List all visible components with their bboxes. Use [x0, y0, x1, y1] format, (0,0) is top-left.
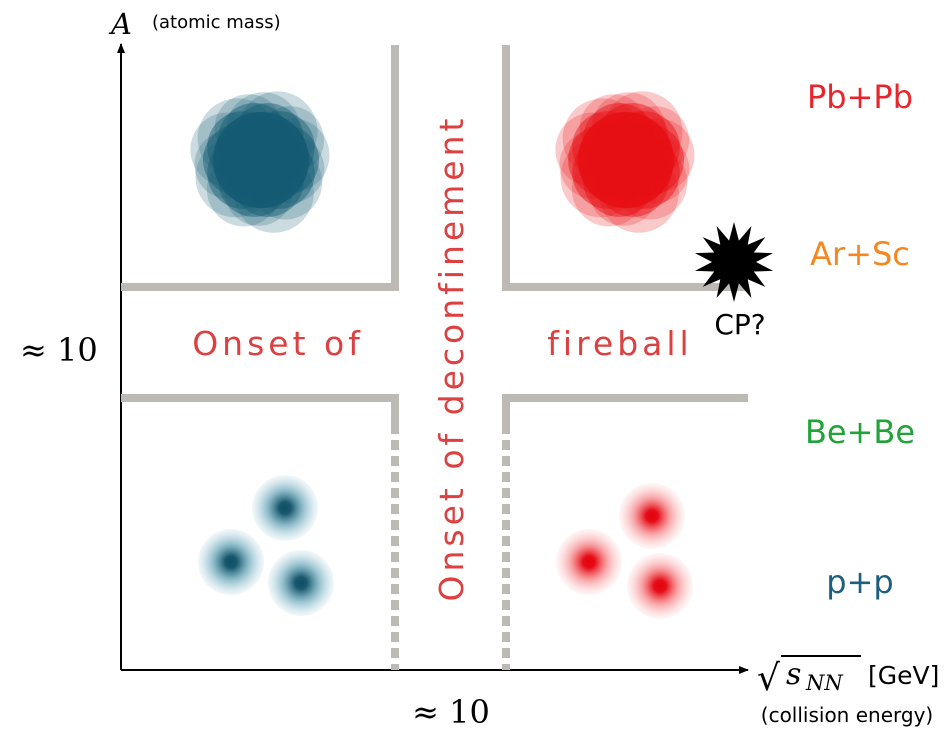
x-axis-label: √ s NN [GeV]: [757, 655, 939, 699]
system-label-pb-pb: Pb+Pb: [807, 78, 913, 116]
nucleon-cloud-core: [578, 112, 674, 208]
critical-point-star-icon: [695, 222, 773, 302]
teal-nucleon: [268, 550, 334, 616]
system-label-p-p: p+p: [826, 563, 893, 601]
red-nucleons: [556, 483, 693, 619]
teal-heavy-nucleus: [190, 91, 330, 233]
x-axis-symbol: s: [786, 657, 801, 692]
red-nucleon: [627, 553, 693, 619]
divider-lines: [121, 45, 748, 670]
red-nucleon: [619, 483, 685, 549]
x-axis-unit: [GeV]: [868, 661, 939, 690]
x-axis-root-icon: √: [757, 658, 780, 699]
onset-of-label: Onset of: [192, 324, 364, 363]
y-axis-note: (atomic mass): [152, 12, 281, 33]
red-heavy-nucleus: [555, 91, 695, 233]
onset-of-deconfinement-label: Onset of deconfinement: [432, 115, 471, 602]
x-axis-subscript: NN: [805, 671, 843, 695]
x-approx-tick: ≈ 10: [412, 693, 490, 731]
nucleon-cloud-core: [213, 112, 309, 208]
y-approx-tick: ≈ 10: [20, 331, 98, 369]
red-nucleon: [556, 529, 622, 595]
system-label-be-be: Be+Be: [805, 413, 915, 451]
teal-nucleon: [198, 529, 264, 595]
fireball-label: fireball: [547, 324, 692, 363]
system-label-ar-sc: Ar+Sc: [810, 235, 910, 273]
teal-nucleons: [198, 475, 334, 616]
y-axis-symbol: A: [108, 7, 132, 41]
x-axis-note: (collision energy): [761, 703, 933, 727]
teal-nucleon: [252, 475, 318, 541]
critical-point-label: CP?: [714, 308, 765, 341]
